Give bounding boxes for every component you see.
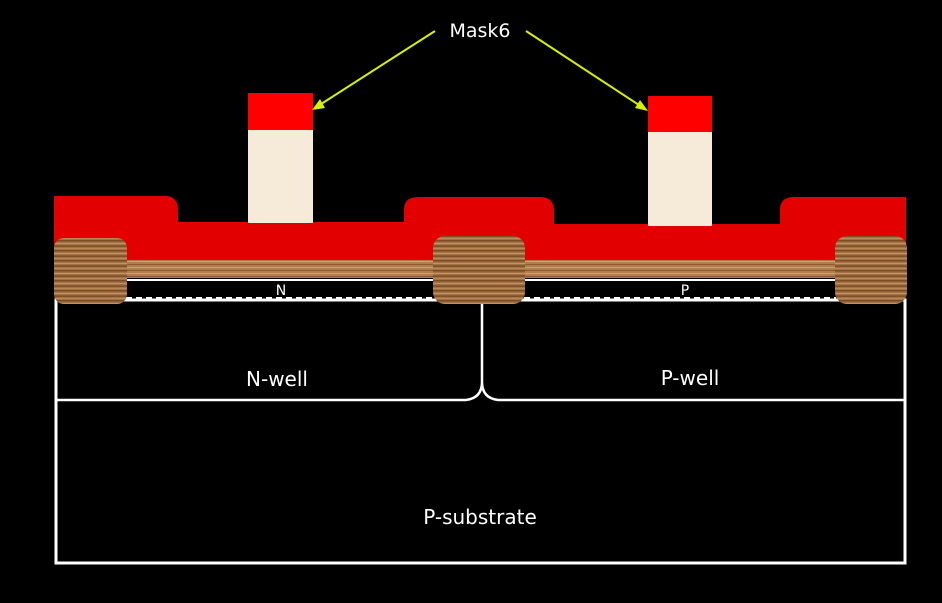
polysilicon-layer — [54, 196, 906, 260]
n-region-label: N — [276, 283, 286, 299]
arrow-head-right-icon — [635, 100, 648, 111]
substrate-label: P-substrate — [423, 505, 537, 529]
mask-arrow-left — [317, 30, 436, 107]
field-oxide-left — [54, 238, 127, 304]
field-oxide-right — [835, 236, 907, 304]
photoresist-right — [648, 130, 712, 226]
photoresist-left — [248, 128, 313, 223]
mask-block-left — [248, 93, 313, 130]
mask-label: Mask6 — [449, 20, 510, 42]
n-well-label: N-well — [246, 367, 308, 391]
p-region-label: P — [681, 283, 689, 299]
p-well-label: P-well — [661, 366, 720, 390]
arrow-head-left-icon — [312, 99, 325, 110]
field-oxide-middle — [433, 236, 525, 304]
mask-arrow-right — [525, 30, 643, 108]
well-boundary — [56, 303, 905, 402]
mask-block-right — [648, 96, 712, 132]
